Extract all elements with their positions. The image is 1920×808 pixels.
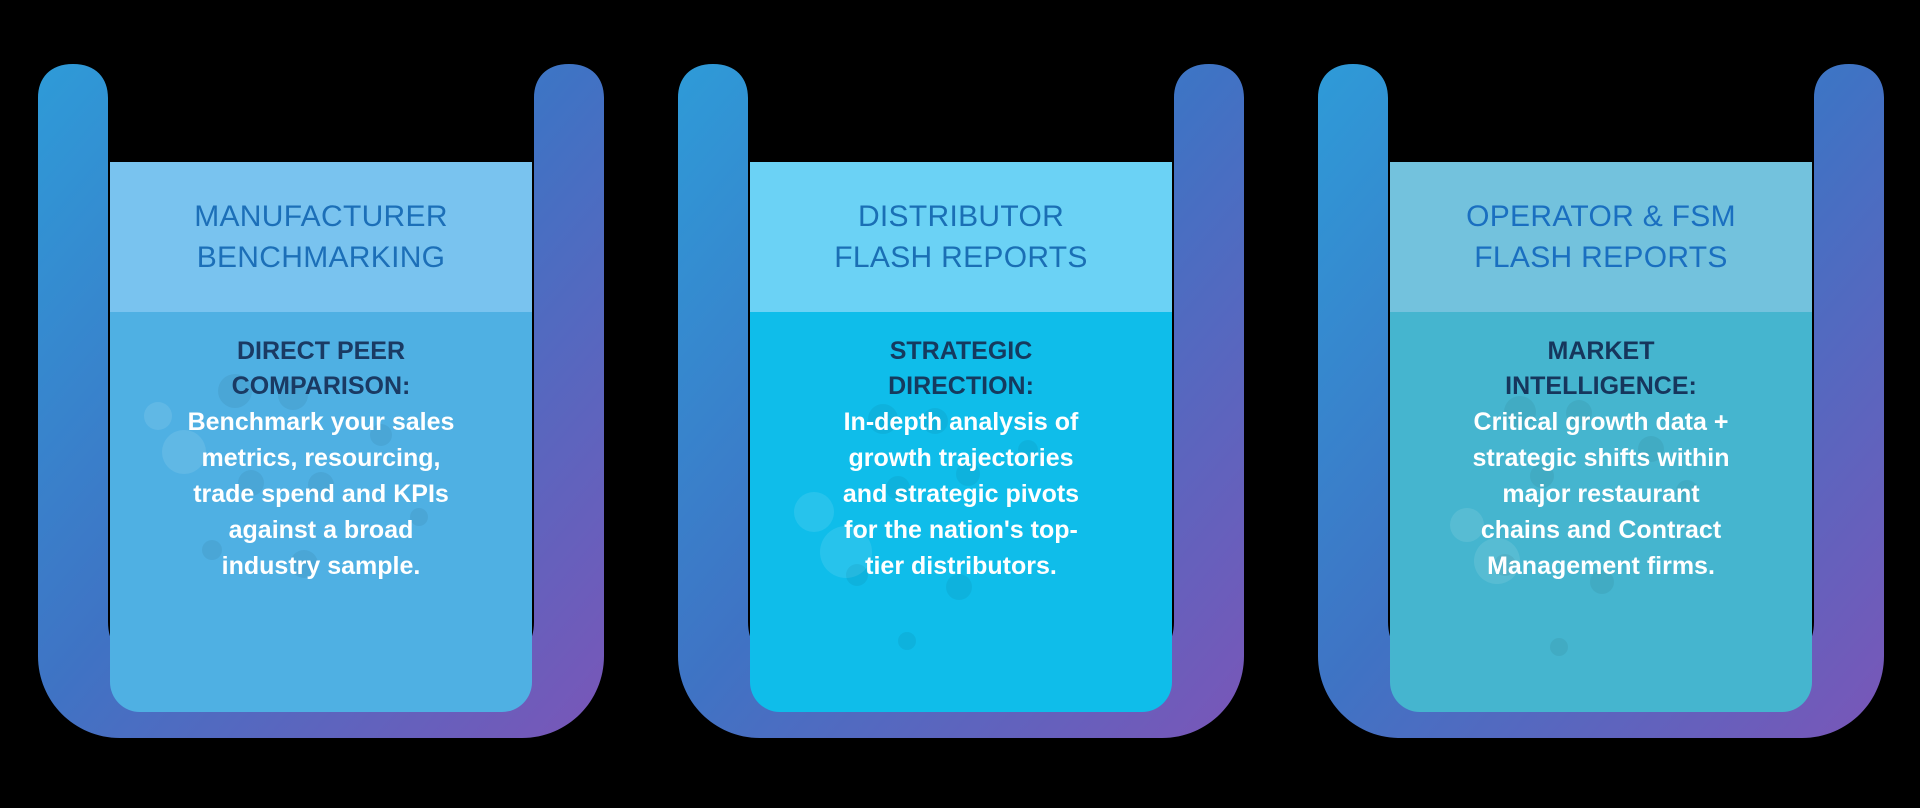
card-desc-line-2: metrics, resourcing, (201, 444, 441, 472)
card-desc-line-5: industry sample. (221, 552, 421, 580)
card-lead-line-1: DIRECT PEER (236, 337, 406, 365)
card-lead-line-2: COMPARISON: (231, 372, 411, 400)
card-desc-line-5: tier distributors. (865, 552, 1057, 580)
card-header: OPERATOR & FSM FLASH REPORTS (1390, 162, 1812, 312)
card-panel: OPERATOR & FSM FLASH REPORTS (1390, 162, 1812, 712)
beaker-card-manufacturer-benchmarking[interactable]: MANUFACTURER BENCHMARKING (0, 0, 640, 808)
card-lead-line-2: DIRECTION: (888, 372, 1034, 400)
beaker-card-distributor-flash-reports[interactable]: DISTRIBUTOR FLASH REPORTS (640, 0, 1280, 808)
card-title-line-1: DISTRIBUTOR (857, 200, 1065, 233)
card-panel: MANUFACTURER BENCHMARKING (110, 162, 532, 712)
card-body: MARKET INTELLIGENCE: Critical growth dat… (1390, 312, 1812, 712)
card-title-line-2: FLASH REPORTS (1474, 241, 1728, 274)
card-desc-line-2: growth trajectories (848, 444, 1074, 472)
card-panel: DISTRIBUTOR FLASH REPORTS (750, 162, 1172, 712)
card-desc-line-1: In-depth analysis of (843, 408, 1079, 436)
card-lead-line-2: INTELLIGENCE: (1505, 372, 1697, 400)
card-header: MANUFACTURER BENCHMARKING (110, 162, 532, 312)
card-header: DISTRIBUTOR FLASH REPORTS (750, 162, 1172, 312)
beaker-card-operator-fsm-flash-reports[interactable]: OPERATOR & FSM FLASH REPORTS (1280, 0, 1920, 808)
card-lead-line-1: STRATEGIC (889, 337, 1033, 365)
card-desc-line-4: chains and Contract (1480, 516, 1722, 544)
card-desc-line-3: major restaurant (1502, 480, 1700, 508)
card-title-line-1: OPERATOR & FSM (1466, 200, 1736, 233)
card-desc-line-1: Benchmark your sales (187, 408, 455, 436)
card-body: STRATEGIC DIRECTION: In-depth analysis o… (750, 312, 1172, 712)
card-title-line-2: FLASH REPORTS (834, 241, 1088, 274)
card-desc-line-5: Management firms. (1487, 552, 1715, 580)
card-desc-line-2: strategic shifts within (1472, 444, 1730, 472)
card-title-line-1: MANUFACTURER (194, 200, 448, 233)
card-body: DIRECT PEER COMPARISON: Benchmark your s… (110, 312, 532, 712)
card-desc-line-4: against a broad (228, 516, 414, 544)
card-desc-line-4: for the nation's top- (844, 516, 1078, 544)
card-desc-line-3: and strategic pivots (842, 480, 1080, 508)
card-lead-line-1: MARKET (1547, 337, 1655, 365)
card-title-line-2: BENCHMARKING (196, 241, 446, 274)
card-desc-line-3: trade spend and KPIs (193, 480, 449, 508)
card-desc-line-1: Critical growth data + (1473, 408, 1729, 436)
